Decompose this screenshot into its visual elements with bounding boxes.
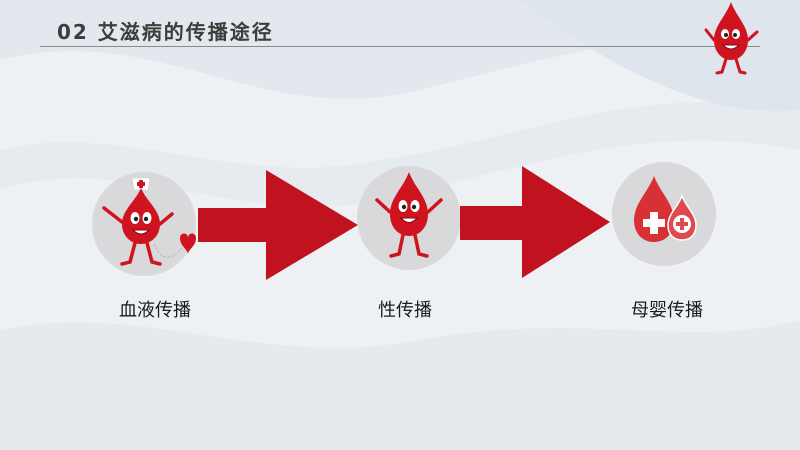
arrow-right-icon <box>460 166 610 278</box>
mother-baby-blood-drops-icon <box>634 176 697 242</box>
step-label-sexual: 性传播 <box>378 300 432 321</box>
step-1-circle <box>92 172 196 276</box>
step-2-circle <box>357 166 461 270</box>
arrow-right-icon <box>198 170 358 280</box>
step-3-circle <box>612 162 716 266</box>
page-title: 02 艾滋病的传播途径 <box>57 20 274 44</box>
step-label-blood: 血液传播 <box>119 300 191 321</box>
title-divider <box>40 46 760 47</box>
step-label-mother-to-child: 母婴传播 <box>631 300 703 321</box>
blood-drop-mascot-logo-icon <box>704 2 759 75</box>
blood-drop-mascot-icon <box>375 172 443 258</box>
nurse-blood-drop-icon <box>102 177 196 266</box>
